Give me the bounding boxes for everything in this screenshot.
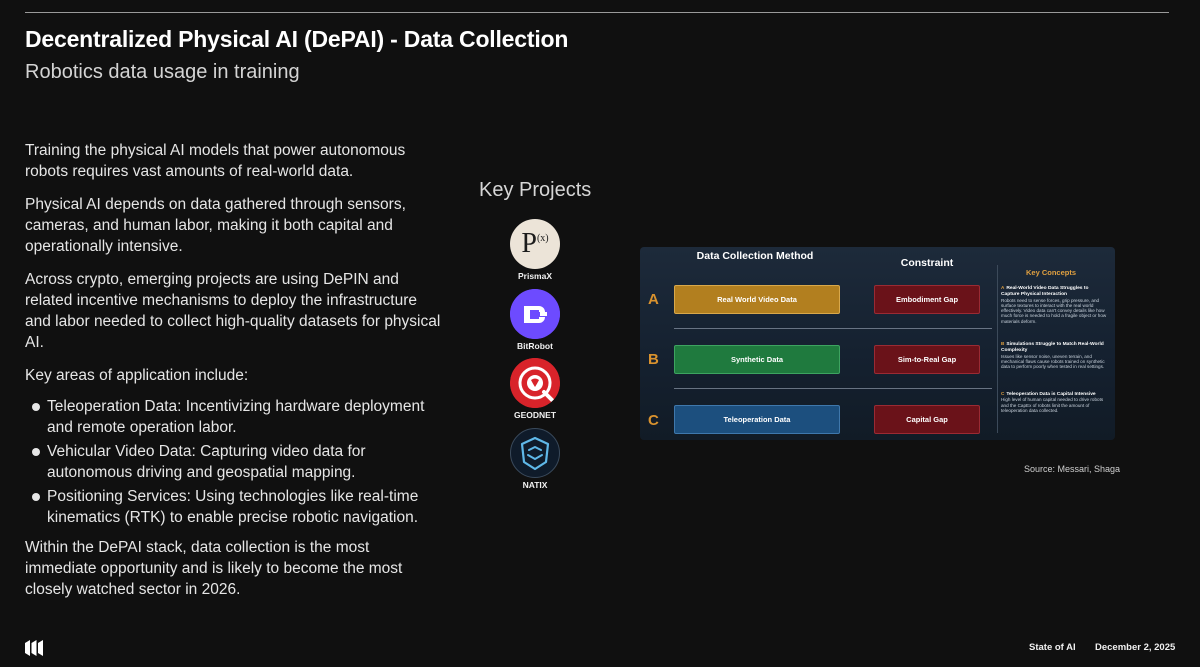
natix-logo-icon [510, 428, 560, 478]
paragraph-4: Key areas of application include: [25, 367, 249, 384]
method-column-header: Data Collection Method [696, 250, 814, 262]
row-divider [674, 328, 992, 329]
top-divider [25, 12, 1169, 13]
row-letter: A [648, 291, 659, 308]
list-item: Vehicular Video Data: Capturing video da… [25, 441, 445, 483]
project-prismax[interactable]: P(x) PrismaX [495, 219, 575, 281]
page-title: Decentralized Physical AI (DePAI) - Data… [25, 26, 569, 52]
bitrobot-logo-icon [510, 289, 560, 339]
project-bitrobot[interactable]: BitRobot [495, 289, 575, 351]
project-name: BitRobot [517, 341, 553, 351]
messari-logo-icon [25, 640, 43, 661]
paragraph-2: Physical AI depends on data gathered thr… [25, 196, 406, 255]
constraint-box: Capital Gap [874, 405, 980, 434]
project-natix[interactable]: NATIX [495, 428, 575, 490]
project-geodnet[interactable]: GEODNET [495, 358, 575, 420]
row-letter: B [648, 351, 659, 368]
geodnet-logo-icon [510, 358, 560, 408]
body-text: Training the physical AI models that pow… [25, 140, 445, 612]
paragraph-5: Within the DePAI stack, data collection … [25, 539, 403, 598]
method-box: Real World Video Data [674, 285, 840, 314]
key-concepts-title: Key Concepts [1026, 268, 1077, 277]
constraint-column-header: Constraint [900, 257, 954, 269]
list-item: Positioning Services: Using technologies… [25, 486, 445, 528]
method-box: Teleoperation Data [674, 405, 840, 434]
constraint-box: Sim-to-Real Gap [874, 345, 980, 374]
project-name: GEODNET [513, 410, 557, 420]
row-letter: C [648, 412, 659, 429]
paragraph-3: Across crypto, emerging projects are usi… [25, 271, 441, 351]
prismax-logo-icon: P(x) [510, 219, 560, 269]
row-divider [674, 388, 992, 389]
key-projects-title: Key Projects [479, 179, 592, 201]
data-collection-figure: Data Collection Method Constraint A Real… [640, 247, 1115, 440]
project-name: NATIX [522, 480, 548, 490]
paragraph-1: Training the physical AI models that pow… [25, 142, 406, 180]
method-box: Synthetic Data [674, 345, 840, 374]
page-subtitle: Robotics data usage in training [25, 61, 300, 83]
source-note: Source: Messari, Shaga [1024, 464, 1121, 474]
footer-report-name: State of AI [1029, 642, 1076, 653]
footer-date: December 2, 2025 [1095, 642, 1176, 653]
application-list: Teleoperation Data: Incentivizing hardwa… [25, 396, 445, 528]
key-concepts-panel [997, 265, 1110, 433]
project-name: PrismaX [517, 271, 553, 281]
constraint-box: Embodiment Gap [874, 285, 980, 314]
list-item: Teleoperation Data: Incentivizing hardwa… [25, 396, 445, 438]
